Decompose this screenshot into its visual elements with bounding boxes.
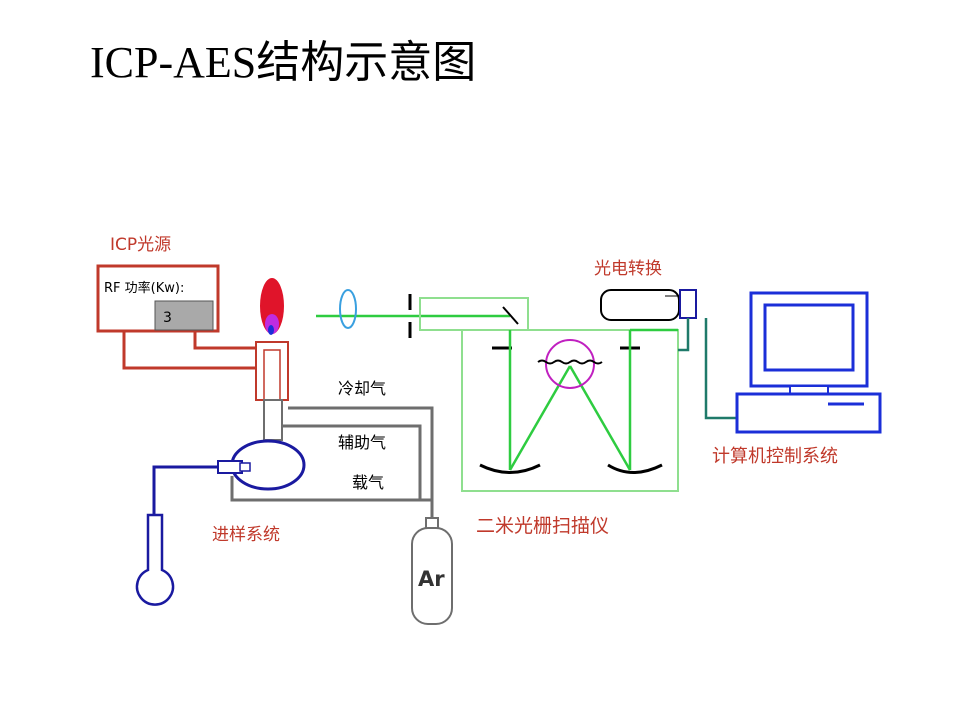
computer-base (735, 392, 882, 434)
concave-mirror-right (607, 463, 663, 474)
slide-title: ICP-AES结构示意图 (90, 38, 477, 87)
rf-cable-upper (193, 331, 264, 350)
icp-source-label: ICP光源 (110, 235, 171, 255)
beam-housing (419, 297, 529, 331)
rf-value-box (154, 300, 214, 331)
nebulizer (217, 460, 243, 474)
argon-label: Ar (418, 567, 445, 591)
monochromator-label: 二米光栅扫描仪 (476, 515, 609, 537)
auxiliary-gas-line (282, 424, 422, 500)
signal-cable-1 (678, 318, 690, 352)
rf-value: 3 (163, 310, 172, 326)
torch-tube (263, 399, 283, 441)
plasma-center (268, 325, 274, 335)
sample-capillary (152, 465, 218, 550)
monochromator-box (461, 329, 679, 492)
rf-cable-lower (122, 331, 266, 370)
cooling-gas-line (288, 406, 434, 500)
mono-beam-to-grating (508, 365, 572, 471)
sample-intro-label: 进样系统 (212, 525, 280, 545)
auxiliary-gas-label: 辅助气 (338, 433, 386, 452)
sample-flask (135, 513, 175, 606)
mono-beam-from-grating (568, 365, 632, 471)
nebulizer-tip (239, 462, 251, 472)
pmt-socket (679, 289, 697, 319)
rf-power-label: RF 功率(Kw): (104, 280, 184, 296)
beam-mirror (502, 306, 519, 325)
argon-cylinder (411, 527, 453, 625)
concave-mirror-left (479, 463, 541, 474)
monitor-screen (763, 303, 855, 372)
photomultiplier-tube (600, 289, 680, 321)
cooling-gas-label: 冷却气 (338, 379, 386, 398)
carrier-gas-line (230, 476, 434, 520)
grating-circle (545, 339, 595, 389)
photo-conversion-label: 光电转换 (594, 259, 662, 279)
computer-control-label: 计算机控制系统 (712, 446, 838, 467)
signal-cable-2 (704, 318, 738, 420)
diffraction-grating (537, 359, 603, 365)
focusing-lens (339, 289, 357, 329)
carrier-gas-label: 载气 (352, 473, 384, 492)
